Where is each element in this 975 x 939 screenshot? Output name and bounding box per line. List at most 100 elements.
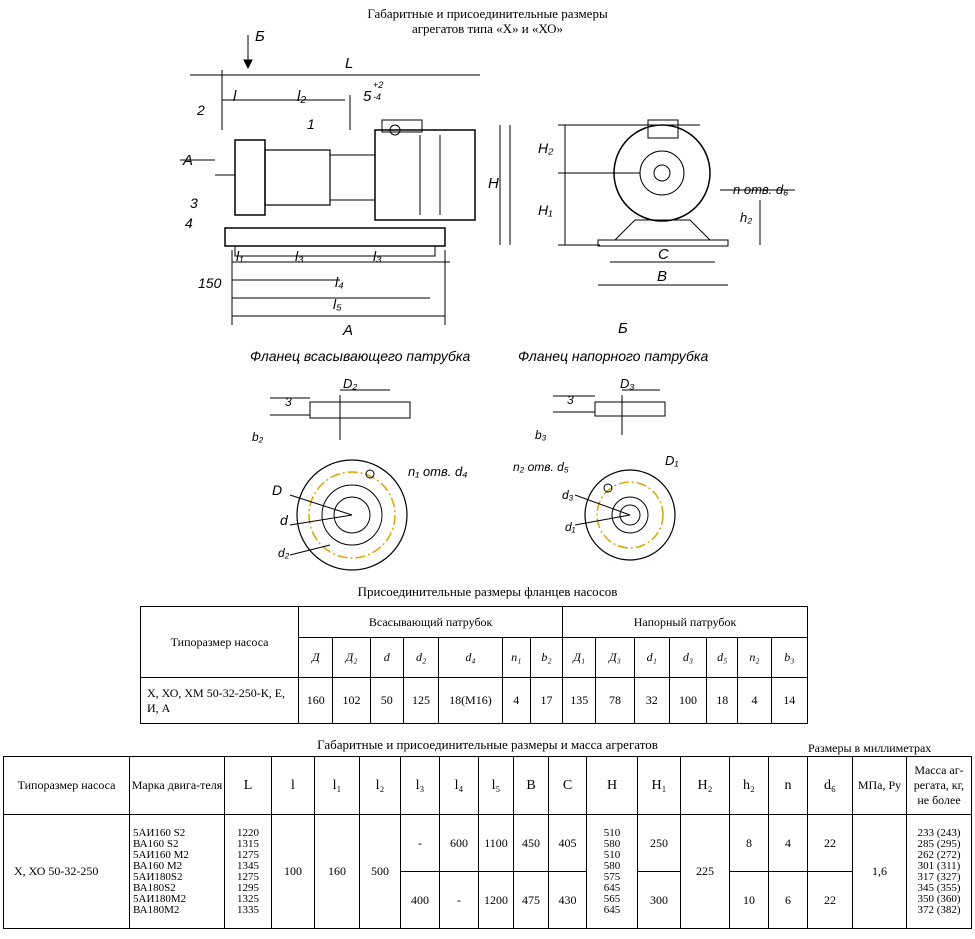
dim-l1: l₁ <box>236 248 244 264</box>
dim-l5: l₅ <box>333 296 342 312</box>
flange-head-9: d₁ <box>646 650 657 664</box>
flange-2-D3: D₃ <box>620 376 635 391</box>
flange-val-9: 32 <box>633 677 670 724</box>
val-C-1: 430 <box>548 871 587 929</box>
motor-3: ВА160 М2 <box>133 859 183 872</box>
flange-head-6: b₂ <box>541 650 552 664</box>
val-l1: 160 <box>314 814 360 929</box>
callout-4: 4 <box>185 215 193 231</box>
side-view <box>180 35 511 325</box>
val-l2: 500 <box>359 814 401 929</box>
main-row-pump: Х, ХО 50-32-250 <box>3 814 130 929</box>
mass-2: 262 (272) <box>917 848 961 861</box>
flange-head-7: Д₁ <box>573 650 586 664</box>
head-H2: H₂ <box>680 756 730 815</box>
flange-2-b3: b₃ <box>535 428 547 442</box>
val-B-1: 475 <box>513 871 549 929</box>
motor-0: 5АИ160 S2 <box>133 826 186 839</box>
flange-head-2: d <box>383 650 390 664</box>
L-4: 1275 <box>237 870 259 883</box>
head-py: МПа, Ру <box>852 756 907 815</box>
motor-1: ВА160 S2 <box>133 837 179 850</box>
flange-1-drawing <box>270 389 411 571</box>
units-note: Размеры в миллиметрах <box>808 741 932 755</box>
H-list: 510 580 510 580 575 645 565 645 <box>586 814 638 929</box>
val-B-0: 450 <box>513 814 549 872</box>
val-H1-0: 250 <box>637 814 681 872</box>
head-l4: l₄ <box>439 756 479 815</box>
head-H1: H₁ <box>637 756 681 815</box>
motor-4: 5АИ180S2 <box>133 870 183 883</box>
H-2: 510 <box>603 848 621 861</box>
flange-head-12: n₂ <box>749 650 760 664</box>
val-l3-0: - <box>400 814 440 872</box>
flange-val-1: 102 <box>332 677 371 724</box>
dim-l3-b: l₃ <box>373 248 382 264</box>
flange-head-0: Д <box>311 650 320 664</box>
dim-l2: l₂ <box>297 88 307 105</box>
motor-5: ВА180S2 <box>133 881 176 894</box>
motor-list: 5АИ160 S2 ВА160 S2 5АИ160 М2 ВА160 М2 5А… <box>129 814 225 929</box>
head-l1: l₁ <box>314 756 360 815</box>
L-1: 1315 <box>237 837 259 850</box>
flange-val-13: 14 <box>770 677 809 724</box>
val-n-1: 6 <box>768 871 808 929</box>
dim-l: l <box>233 88 237 105</box>
flange-val-2: 50 <box>369 677 404 724</box>
flange-1-title: Фланец всасывающего патрубка <box>250 348 471 364</box>
flange-2-holes: n₂ отв. d₅ <box>513 460 569 474</box>
mass-7: 372 (382) <box>917 903 961 916</box>
flange-val-0: 160 <box>298 677 334 724</box>
dim-h2: h₂ <box>740 210 753 225</box>
main-table: Типоразмер насоса Марка двига-теля L l l… <box>3 756 972 929</box>
flange-head-1: Д₂ <box>345 650 358 664</box>
dim-l3-a: l₃ <box>295 248 304 264</box>
L-6: 1325 <box>237 892 259 905</box>
val-l3-1: 400 <box>400 871 440 929</box>
holes-label: n отв. d₆ <box>733 182 789 197</box>
head-l3: l₃ <box>400 756 440 815</box>
dim-150: 150 <box>198 275 222 291</box>
val-d6-0: 22 <box>807 814 853 872</box>
val-h2-0: 8 <box>729 814 769 872</box>
flange-1-b2: b₂ <box>252 430 264 444</box>
val-l: 100 <box>271 814 315 929</box>
flange-row-pump: Х, ХО, ХМ 50-32-250-К, Е, И, А <box>139 677 300 724</box>
head-l2: l₂ <box>359 756 401 815</box>
flange-group-discharge: Напорный патрубок <box>562 606 808 638</box>
flange-val-8: 78 <box>595 677 635 724</box>
H-6: 565 <box>603 892 621 905</box>
motor-6: 5АИ180М2 <box>133 892 187 905</box>
flange-2-D1: D₁ <box>665 453 679 468</box>
mass-1: 285 (295) <box>917 837 961 850</box>
val-C-0: 405 <box>548 814 587 872</box>
flange-2-d1: d₁ <box>565 520 576 534</box>
motor-2: 5АИ160 М2 <box>133 848 189 861</box>
mass-list: 233 (243) 285 (295) 262 (272) 301 (311) … <box>906 814 972 929</box>
val-H2: 225 <box>680 814 730 929</box>
dim-A: A <box>343 322 354 339</box>
flange-head-3: d₂ <box>415 650 427 664</box>
flange-group-suction: Всасывающий патрубок <box>298 606 564 638</box>
head-motor: Марка двига-теля <box>129 756 225 815</box>
val-l5-1: 1200 <box>478 871 514 929</box>
flange-1-d: d <box>280 512 288 528</box>
flange-head-4: d₄ <box>465 650 476 664</box>
flange-val-7: 135 <box>562 677 597 724</box>
val-l4-0: 600 <box>439 814 479 872</box>
L-7: 1335 <box>237 903 259 916</box>
H-4: 575 <box>603 870 621 883</box>
head-h2: h₂ <box>729 756 769 815</box>
flange-1-D: D <box>272 482 283 498</box>
flange-2-drawing <box>553 389 676 561</box>
front-view <box>558 119 795 286</box>
flange-2-3: 3 <box>567 393 574 407</box>
H-3: 580 <box>603 859 621 872</box>
flange-head-10: d₃ <box>682 650 694 664</box>
H-1: 580 <box>603 837 621 850</box>
L-5: 1295 <box>237 881 259 894</box>
mass-4: 317 (327) <box>917 870 961 883</box>
flange-val-6: 17 <box>529 677 564 724</box>
dim-l4: l₄ <box>335 274 344 290</box>
flange-table: Типоразмер насоса Всасывающий патрубок Н… <box>139 606 809 724</box>
